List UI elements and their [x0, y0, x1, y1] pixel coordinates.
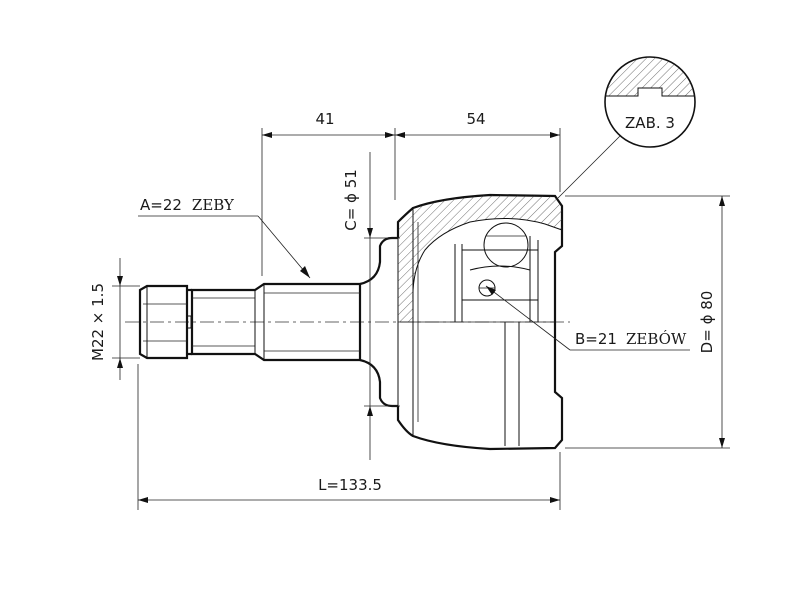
- threaded-end: [138, 284, 192, 360]
- length-label: L=133.5: [318, 476, 382, 494]
- leader-a: [138, 215, 311, 279]
- bell-housing: [359, 193, 564, 451]
- detail-zab-3: ZAB. 3: [557, 56, 696, 199]
- dimension-l: [137, 364, 561, 510]
- diameter-d-label: D= ϕ 80: [698, 291, 716, 354]
- spline-b-label: B=21 ZEBÓW: [575, 330, 687, 348]
- diameter-c-label: C= ϕ 51: [342, 169, 360, 231]
- detail-label: ZAB. 3: [625, 114, 675, 132]
- dimension-54-label: 54: [466, 110, 485, 128]
- spline-a-label: A=22 ZEBY: [140, 196, 235, 214]
- dimension-41-54: [261, 128, 561, 276]
- dimension-d: [565, 195, 730, 449]
- leader-b: [485, 285, 690, 351]
- dimension-c: [364, 152, 400, 460]
- thread-label: M22 × 1.5: [89, 283, 107, 361]
- dimension-41-label: 41: [315, 110, 334, 128]
- dimension-thread: [112, 258, 140, 380]
